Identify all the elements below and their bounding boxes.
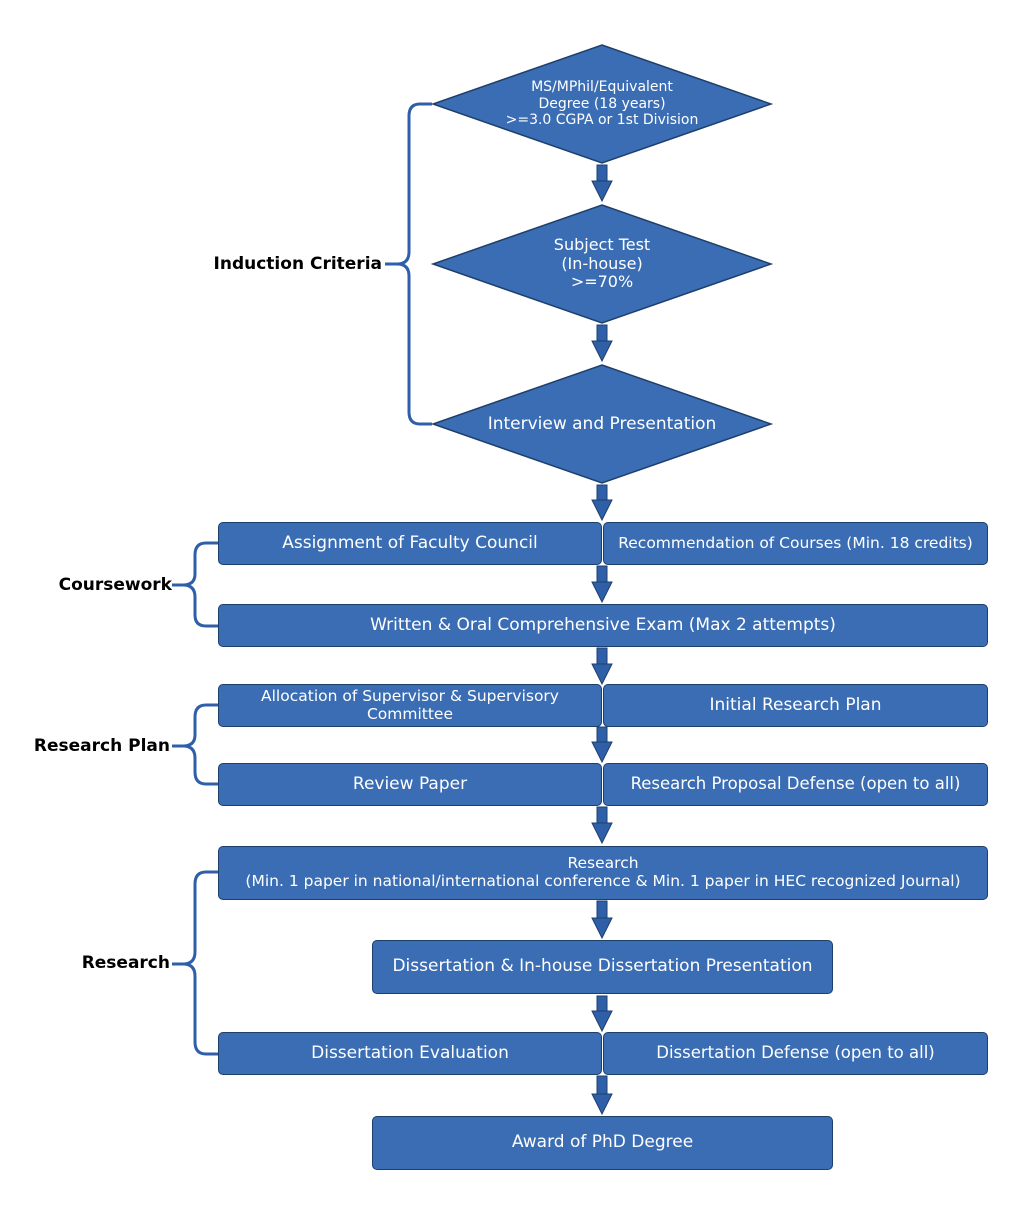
- course-recommendation-label: Recommendation of Courses (Min. 18 credi…: [618, 533, 973, 552]
- eligibility-line-2: Degree (18 years): [538, 95, 666, 112]
- subject-test-line-2: (In-house): [561, 253, 643, 273]
- initial-research-plan-box: Initial Research Plan: [603, 684, 988, 727]
- eligibility-line-1: MS/MPhil/Equivalent: [531, 79, 673, 96]
- phase-label-research-plan: Research Plan: [33, 736, 170, 756]
- flow-arrow: [591, 1075, 613, 1116]
- phase-label-induction: Induction Criteria: [213, 254, 382, 274]
- eligibility-criteria: MS/MPhil/Equivalent Degree (18 years) >=…: [470, 64, 734, 144]
- comprehensive-exam-label: Written & Oral Comprehensive Exam (Max 2…: [370, 614, 836, 635]
- flow-arrow: [591, 900, 613, 940]
- dissertation-evaluation-box: Dissertation Evaluation: [218, 1032, 602, 1075]
- review-paper-box: Review Paper: [218, 763, 602, 806]
- research-box: Research (Min. 1 paper in national/inter…: [218, 846, 988, 900]
- comprehensive-exam-box: Written & Oral Comprehensive Exam (Max 2…: [218, 604, 988, 647]
- course-recommendation-box: Recommendation of Courses (Min. 18 credi…: [603, 522, 988, 565]
- dissertation-defense-box: Dissertation Defense (open to all): [603, 1032, 988, 1075]
- dissertation-evaluation-label: Dissertation Evaluation: [311, 1042, 509, 1063]
- flow-arrow: [591, 164, 613, 203]
- dissertation-presentation-box: Dissertation & In-house Dissertation Pre…: [372, 940, 833, 994]
- award-box: Award of PhD Degree: [372, 1116, 833, 1170]
- research-plan-bracket: [172, 703, 218, 786]
- phase-label-research: Research: [81, 953, 170, 973]
- research-title: Research: [567, 854, 639, 873]
- initial-research-plan-label: Initial Research Plan: [709, 694, 882, 715]
- proposal-defense-label: Research Proposal Defense (open to all): [630, 774, 961, 794]
- subject-test: Subject Test (In-house) >=70%: [490, 224, 714, 304]
- flow-arrow: [591, 647, 613, 686]
- review-paper-label: Review Paper: [352, 773, 468, 794]
- dissertation-defense-label: Dissertation Defense (open to all): [656, 1043, 935, 1063]
- flow-arrow: [591, 565, 613, 604]
- eligibility-line-3: >=3.0 CGPA or 1st Division: [505, 112, 699, 129]
- flow-arrow: [591, 806, 613, 845]
- interview-label: Interview and Presentation: [487, 413, 717, 434]
- subject-test-line-1: Subject Test: [553, 234, 651, 254]
- dissertation-presentation-label: Dissertation & In-house Dissertation Pre…: [392, 956, 813, 977]
- flow-arrow: [591, 726, 613, 764]
- subject-test-diamond: [430, 204, 774, 324]
- interview-presentation: Interview and Presentation: [460, 410, 744, 438]
- eligibility-diamond: [430, 44, 774, 164]
- interview-diamond: [430, 364, 774, 484]
- coursework-bracket: [172, 541, 218, 628]
- subject-test-line-3: >=70%: [570, 272, 634, 292]
- faculty-council-box: Assignment of Faculty Council: [218, 522, 602, 565]
- phase-label-coursework: Coursework: [58, 575, 172, 595]
- research-detail: (Min. 1 paper in national/international …: [245, 872, 961, 890]
- supervisor-line-2: Committee: [366, 704, 454, 723]
- supervisor-line-1: Allocation of Supervisor & Supervisory: [261, 686, 559, 705]
- research-bracket: [172, 870, 218, 1056]
- faculty-council-label: Assignment of Faculty Council: [282, 532, 538, 553]
- flow-arrow: [591, 324, 613, 363]
- flow-arrow: [591, 484, 613, 522]
- proposal-defense-box: Research Proposal Defense (open to all): [603, 763, 988, 806]
- induction-bracket: [385, 102, 432, 426]
- award-label: Award of PhD Degree: [511, 1132, 694, 1153]
- supervisor-allocation-box: Allocation of Supervisor & Supervisory C…: [218, 684, 602, 727]
- flow-arrow: [591, 995, 613, 1033]
